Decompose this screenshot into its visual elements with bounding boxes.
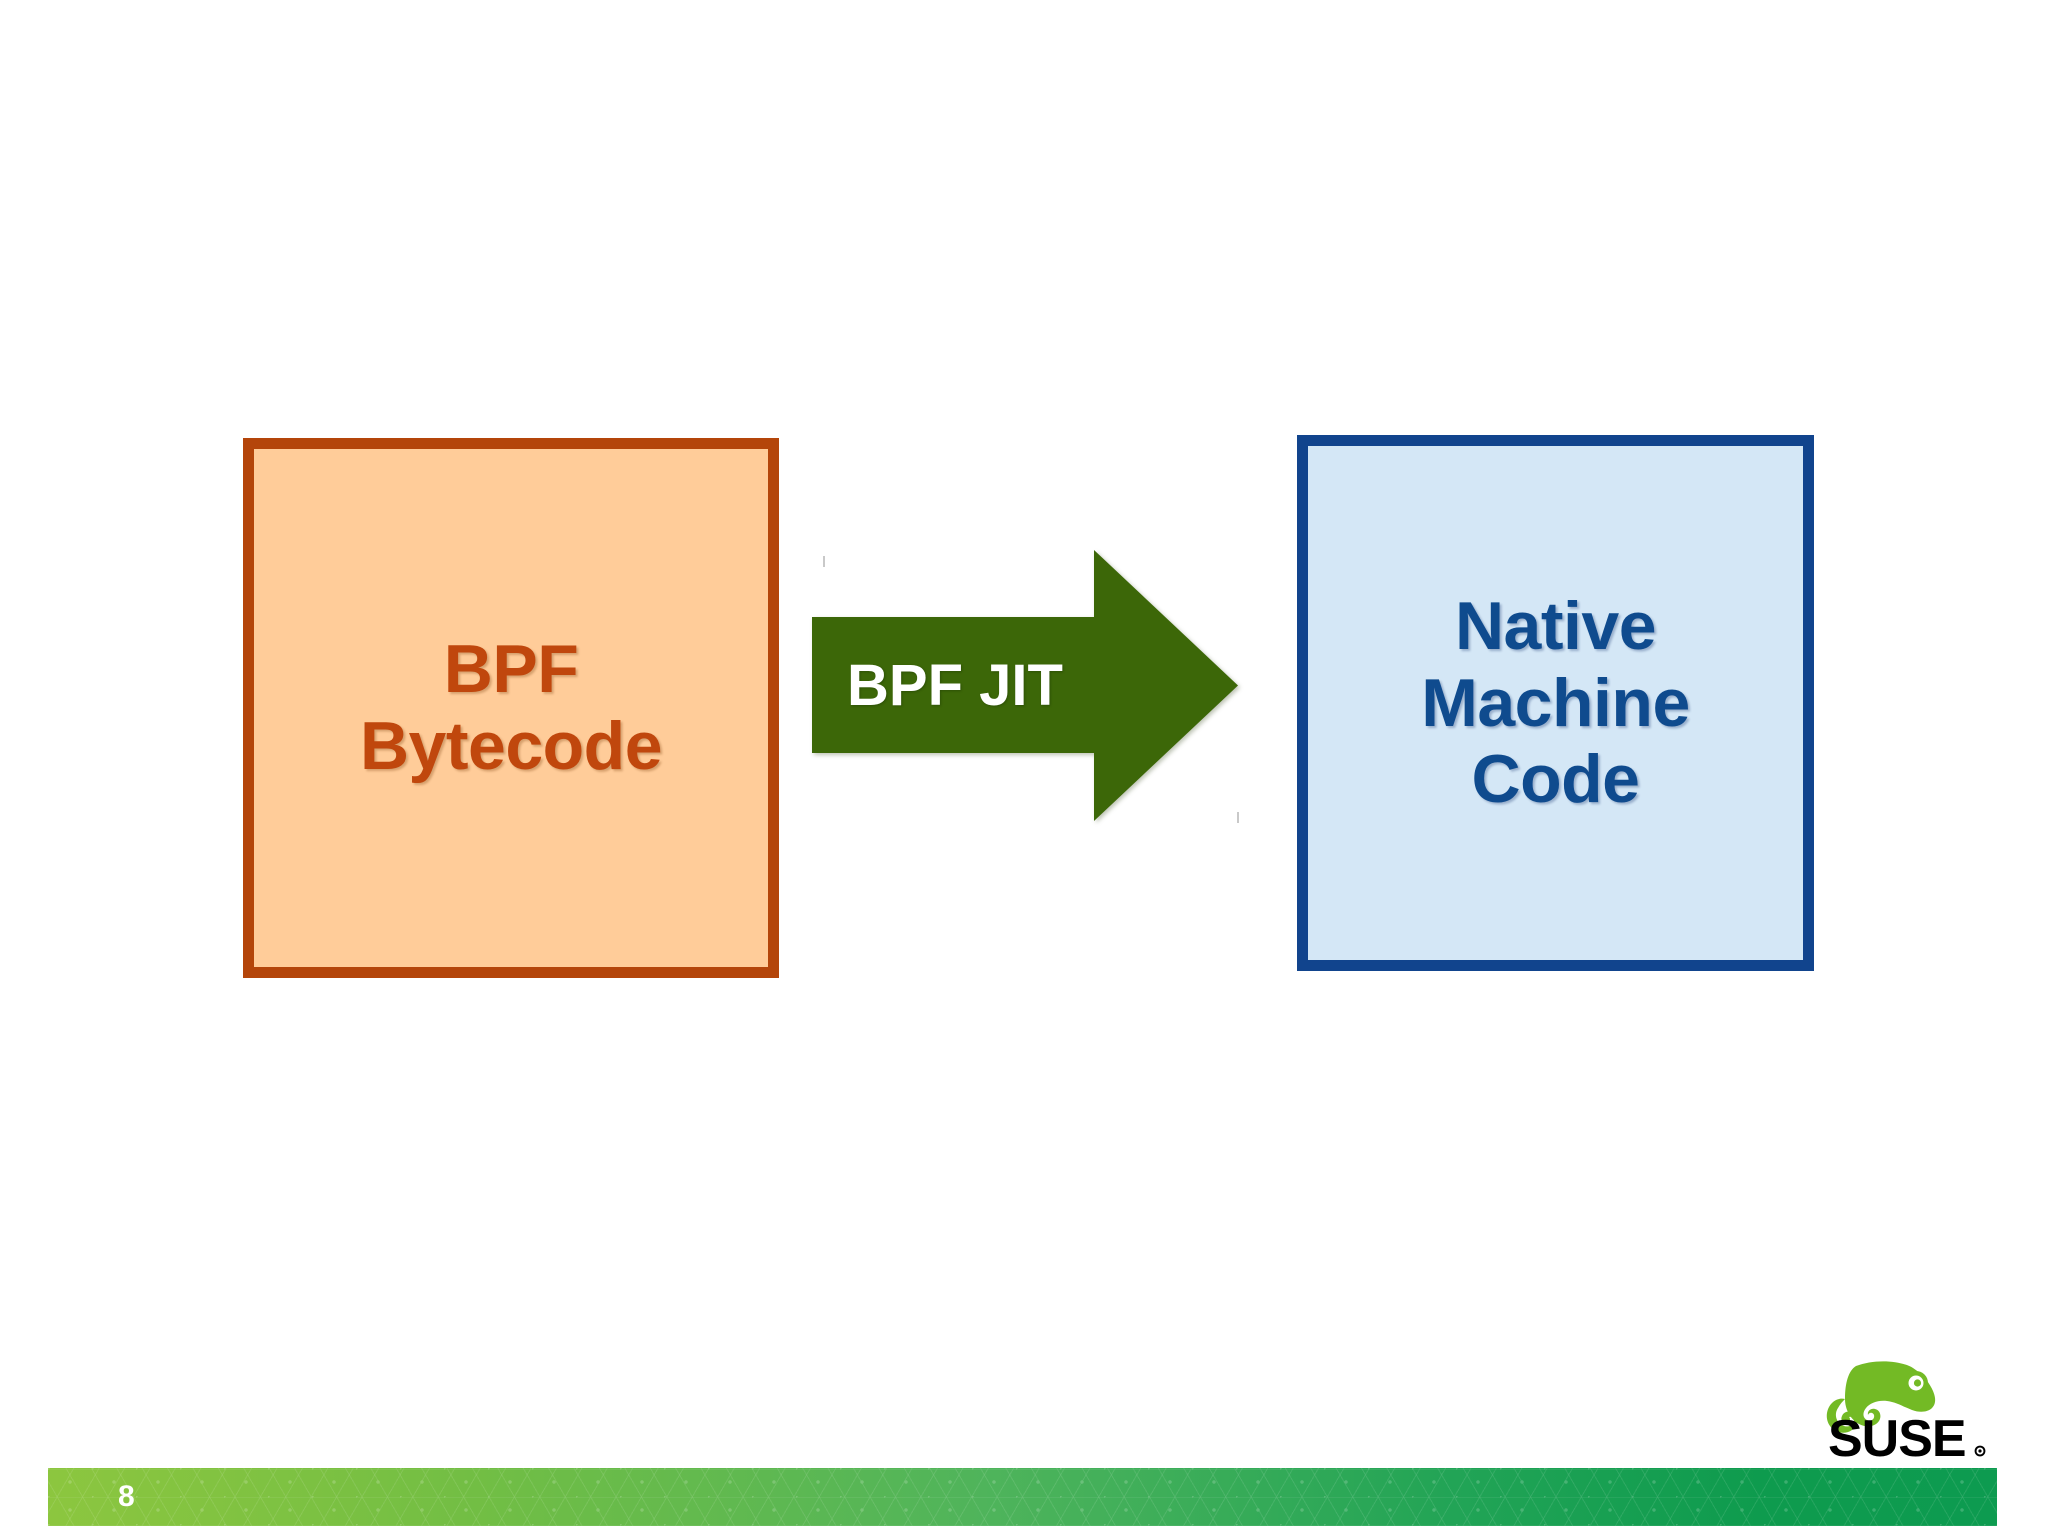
- bpf-jit-arrow: BPF JIT: [810, 548, 1240, 823]
- bpf-bytecode-label: BPF Bytecode: [254, 631, 768, 785]
- suse-chameleon-icon: [1826, 1361, 1936, 1433]
- footer-texture: [48, 1468, 1997, 1526]
- page-number: 8: [118, 1480, 135, 1513]
- arrow-right-icon: [812, 550, 1238, 821]
- bpf-bytecode-line-1: BPF: [443, 631, 579, 708]
- suse-logo: SUSE: [1812, 1358, 2002, 1463]
- bpf-bytecode-line-2: Bytecode: [359, 708, 663, 784]
- footer-bar: 8: [48, 1468, 1997, 1526]
- suse-logo-icon: SUSE: [1826, 1361, 1986, 1463]
- bpf-bytecode-box: BPF Bytecode: [243, 438, 779, 978]
- native-line-2: Machine: [1421, 664, 1690, 741]
- native-line-3: Code: [1471, 741, 1641, 818]
- native-machine-code-box: Native Machine Code: [1297, 435, 1814, 971]
- stray-mark-bottom: [1237, 812, 1239, 823]
- svg-text:SUSE: SUSE: [1828, 1410, 1966, 1463]
- suse-wordmark: SUSE: [1828, 1410, 1986, 1463]
- native-line-1: Native: [1454, 587, 1657, 664]
- stray-mark-top: [823, 556, 825, 567]
- native-machine-code-label: Native Machine Code: [1308, 588, 1803, 818]
